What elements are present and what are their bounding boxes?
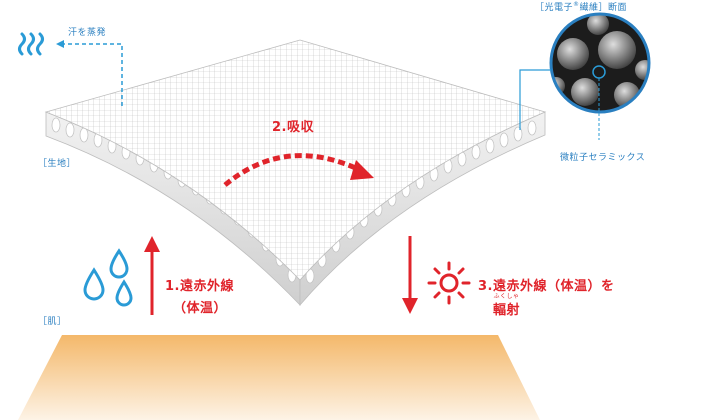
fiber-cross-section [549, 12, 651, 114]
far-ir-3-line1: 3.遠赤外線（体温）を [478, 279, 615, 294]
evaporation-path [62, 43, 123, 106]
up-arrow [144, 236, 160, 315]
cross-section-label: ［光電子®繊維］断面 [535, 0, 627, 13]
water-drops-icon [83, 248, 133, 307]
ceramic-label: 微粒子セラミックス [560, 153, 646, 163]
skin-area [18, 335, 540, 420]
absorb-label: 2.吸収 [272, 120, 314, 135]
far-ir-1-line1: 1.遠赤外線 [165, 279, 234, 294]
registered-mark: ® [573, 1, 580, 8]
sweat-evaporation-label: 汗を蒸発 [68, 28, 107, 38]
cross-section-connector [519, 69, 551, 130]
radiate-word: ふくしゃ 輻射 [493, 293, 521, 318]
far-ir-1-line2: （体温） [173, 301, 228, 316]
steam-wave-icon [18, 32, 44, 56]
fabric-label: ［生地］ [38, 159, 77, 169]
absorb-arc-arrow [223, 153, 362, 187]
sun-icon [427, 261, 471, 305]
down-arrow [402, 236, 418, 314]
fabric-grid [46, 40, 545, 280]
skin-label: ［肌］ [38, 317, 67, 327]
absorb-arrowhead [350, 160, 374, 180]
far-ir-3-line2: ふくしゃ 輻射 [493, 293, 521, 318]
evaporation-arrowhead [56, 40, 64, 48]
radiate-text: 輻射 [493, 303, 521, 318]
cross-section-label-prefix: ［光電子 [535, 3, 574, 13]
cross-section-label-suffix: 繊維］断面 [579, 3, 628, 13]
radiate-ruby: ふくしゃ [493, 293, 520, 300]
